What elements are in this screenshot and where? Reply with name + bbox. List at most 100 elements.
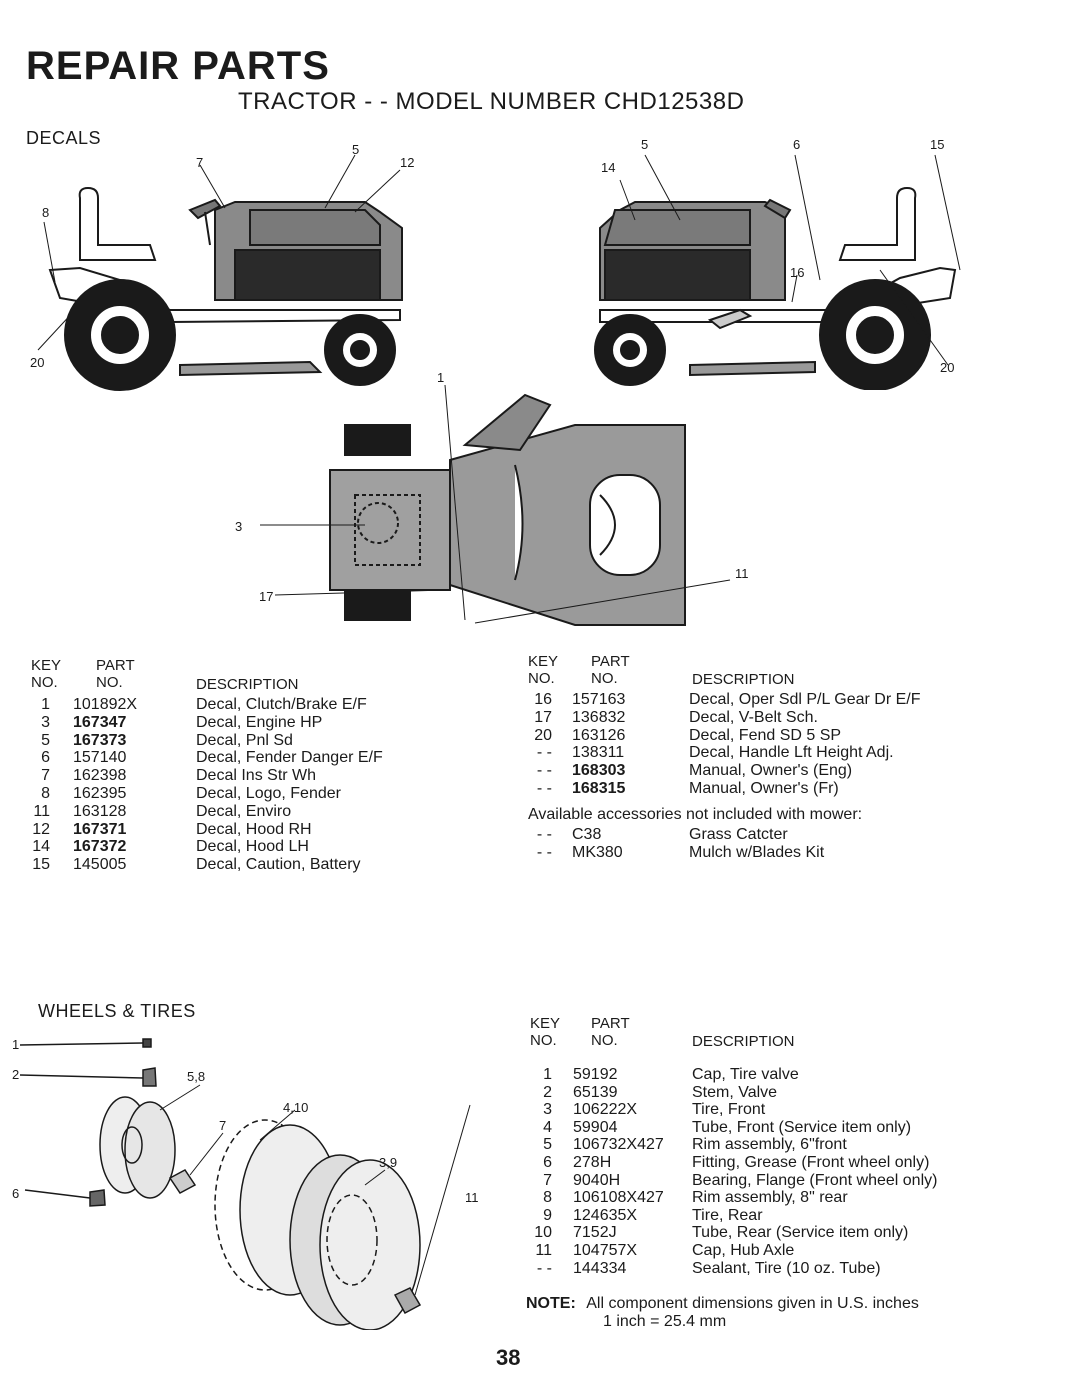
part-no: 162395 <box>73 785 127 802</box>
description: Decal, V-Belt Sch. <box>689 708 818 726</box>
callout-5: 5 <box>352 142 360 157</box>
part-no: 136832 <box>572 708 626 726</box>
part-no: 59192 <box>573 1066 618 1083</box>
decals-section-title: DECALS <box>26 128 102 148</box>
description: Bearing, Flange (Front wheel only) <box>692 1171 938 1189</box>
part-no: 163128 <box>73 802 127 820</box>
key-no: 6 <box>543 1154 552 1171</box>
part-no: 157163 <box>572 691 626 708</box>
description: Decal, Handle Lft Height Adj. <box>689 744 894 762</box>
description: Rim assembly, 8" rear <box>692 1189 848 1207</box>
key-no: 17 <box>534 708 552 726</box>
description: Decal, Hood LH <box>196 838 309 856</box>
tractor-left-side-illustration <box>37 154 403 391</box>
part-no: 163126 <box>572 726 626 744</box>
callout-w6: 6 <box>12 1186 20 1201</box>
key-no: 1 <box>41 696 50 713</box>
description: Decal, Oper Sdl P/L Gear Dr E/F <box>689 691 921 708</box>
part-no: 138311 <box>572 744 625 762</box>
key-no: 16 <box>534 691 552 708</box>
description: Cap, Tire valve <box>692 1066 799 1083</box>
wheels-section-title: WHEELS & TIRES <box>38 1001 196 1021</box>
part-no: 104757X <box>573 1242 638 1259</box>
description: Sealant, Tire (10 oz. Tube) <box>692 1259 881 1277</box>
decals-left-header-desc: DESCRIPTION <box>196 676 299 693</box>
description: Decal Ins Str Wh <box>196 767 317 785</box>
description: Mulch w/Blades Kit <box>689 843 825 861</box>
description: Manual, Owner's (Fr) <box>689 780 839 797</box>
key-no: 3 <box>543 1101 552 1119</box>
note-line-2: 1 inch = 25.4 mm <box>603 1313 727 1330</box>
callout-w58: 5,8 <box>187 1069 206 1084</box>
part-no: 278H <box>573 1154 612 1171</box>
callout-17: 17 <box>259 589 274 604</box>
key-no: - - <box>536 762 552 780</box>
key-no: 4 <box>543 1118 552 1136</box>
description: Cap, Hub Axle <box>692 1242 795 1259</box>
part-no: 65139 <box>573 1083 618 1101</box>
callout-w39: 3,9 <box>379 1155 398 1170</box>
callout-11: 11 <box>735 566 749 581</box>
callout-12: 12 <box>400 155 415 170</box>
page-number: 38 <box>496 1345 521 1370</box>
callout-8: 8 <box>42 205 50 220</box>
part-no: 7152J <box>573 1224 617 1242</box>
callout-20: 20 <box>30 355 45 370</box>
accessories-note: Available accessories not included with … <box>528 806 863 823</box>
key-no: - - <box>536 780 552 797</box>
part-no: C38 <box>572 826 602 843</box>
callout-w11: 11 <box>465 1190 479 1205</box>
callout-20: 20 <box>940 360 955 375</box>
part-no: 167371 <box>73 820 127 838</box>
key-no: 3 <box>41 713 50 731</box>
key-no: 9 <box>543 1206 552 1224</box>
part-no: 167372 <box>73 838 127 856</box>
callout-14: 14 <box>601 160 616 175</box>
part-no: 157140 <box>73 749 127 767</box>
description: Decal, Caution, Battery <box>196 856 361 874</box>
part-no: 9040H <box>573 1171 621 1189</box>
callout-w1: 1 <box>12 1037 20 1052</box>
description: Rim assembly, 6"front <box>692 1136 847 1154</box>
key-no: 14 <box>32 838 50 856</box>
key-no: 6 <box>41 749 50 767</box>
key-no: - - <box>536 826 552 843</box>
note-block: NOTE: All component dimensions given in … <box>526 1295 919 1313</box>
key-no: 7 <box>543 1171 552 1189</box>
key-no: 10 <box>534 1224 552 1242</box>
key-no: - - <box>536 843 552 861</box>
description: Tire, Front <box>692 1101 766 1119</box>
description: Decal, Logo, Fender <box>196 785 341 802</box>
callout-16: 16 <box>790 265 805 280</box>
key-no: 2 <box>543 1083 552 1101</box>
part-no: 106108X427 <box>573 1189 664 1207</box>
callout-3: 3 <box>235 519 243 534</box>
part-no: 168315 <box>572 780 626 797</box>
part-no: 144334 <box>573 1259 627 1277</box>
model-subtitle: TRACTOR - - MODEL NUMBER CHD12538D <box>238 88 745 115</box>
tractor-top-view-illustration <box>260 384 731 626</box>
key-no: 1 <box>543 1066 552 1083</box>
description: Decal, Fender Danger E/F <box>196 749 383 767</box>
key-no: 5 <box>41 731 50 749</box>
key-no: 20 <box>534 726 552 744</box>
part-no: 59904 <box>573 1118 618 1136</box>
description: Stem, Valve <box>692 1083 778 1101</box>
part-no: 167347 <box>73 713 127 731</box>
description: Decal, Hood RH <box>196 820 312 838</box>
description: Tube, Front (Service item only) <box>692 1118 912 1136</box>
key-no: - - <box>536 744 552 762</box>
description: Tire, Rear <box>692 1206 763 1224</box>
key-no: - - <box>536 1259 552 1277</box>
note-label: NOTE: <box>526 1295 576 1312</box>
callout-1: 1 <box>437 370 445 385</box>
key-no: 8 <box>41 785 50 802</box>
key-no: 11 <box>535 1242 552 1259</box>
decals-right-header-desc: DESCRIPTION <box>692 671 795 688</box>
description: Decal, Enviro <box>196 802 292 820</box>
